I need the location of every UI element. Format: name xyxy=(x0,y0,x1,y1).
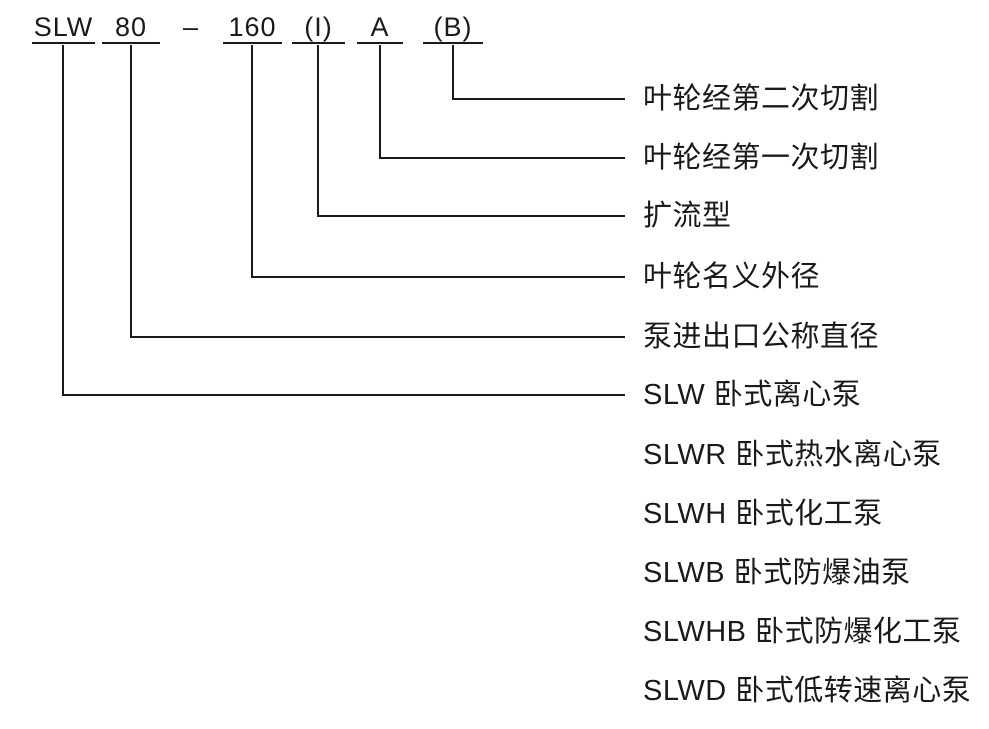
variant-label-slwb: SLWB 卧式防爆油泵 xyxy=(643,557,911,589)
code-segment-inlet-outlet-diameter: 80 xyxy=(102,12,160,44)
leader-line-second-cut xyxy=(452,45,625,100)
leader-line-impeller-diameter xyxy=(251,45,625,278)
callout-label-diffuser-type: 扩流型 xyxy=(643,200,732,232)
code-segment-impeller-diameter: 160 xyxy=(223,12,282,44)
variant-label-slwd: SLWD 卧式低转速离心泵 xyxy=(643,675,972,707)
callout-label-first-cut: 叶轮经第一次切割 xyxy=(643,142,880,174)
code-segment-dash: – xyxy=(182,12,200,42)
code-segment-diffuser-type: (I) xyxy=(292,12,345,44)
callout-label-series-slw: SLW 卧式离心泵 xyxy=(643,379,862,411)
variant-label-slwr: SLWR 卧式热水离心泵 xyxy=(643,439,942,471)
leader-line-series xyxy=(62,45,625,396)
code-segment-first-cut: A xyxy=(357,12,403,44)
variant-label-slwhb: SLWHB 卧式防爆化工泵 xyxy=(643,616,962,648)
leader-line-diffuser-type xyxy=(317,45,625,217)
leader-line-inlet-outlet xyxy=(130,45,625,338)
variant-label-slwh: SLWH 卧式化工泵 xyxy=(643,498,883,530)
callout-label-second-cut: 叶轮经第二次切割 xyxy=(643,83,880,115)
code-segment-series: SLW xyxy=(32,12,95,44)
callout-label-inlet-outlet-diameter: 泵进出口公称直径 xyxy=(643,321,880,353)
code-segment-second-cut: (B) xyxy=(423,12,483,44)
leader-line-first-cut xyxy=(379,45,625,159)
callout-label-impeller-diameter: 叶轮名义外径 xyxy=(643,261,821,293)
